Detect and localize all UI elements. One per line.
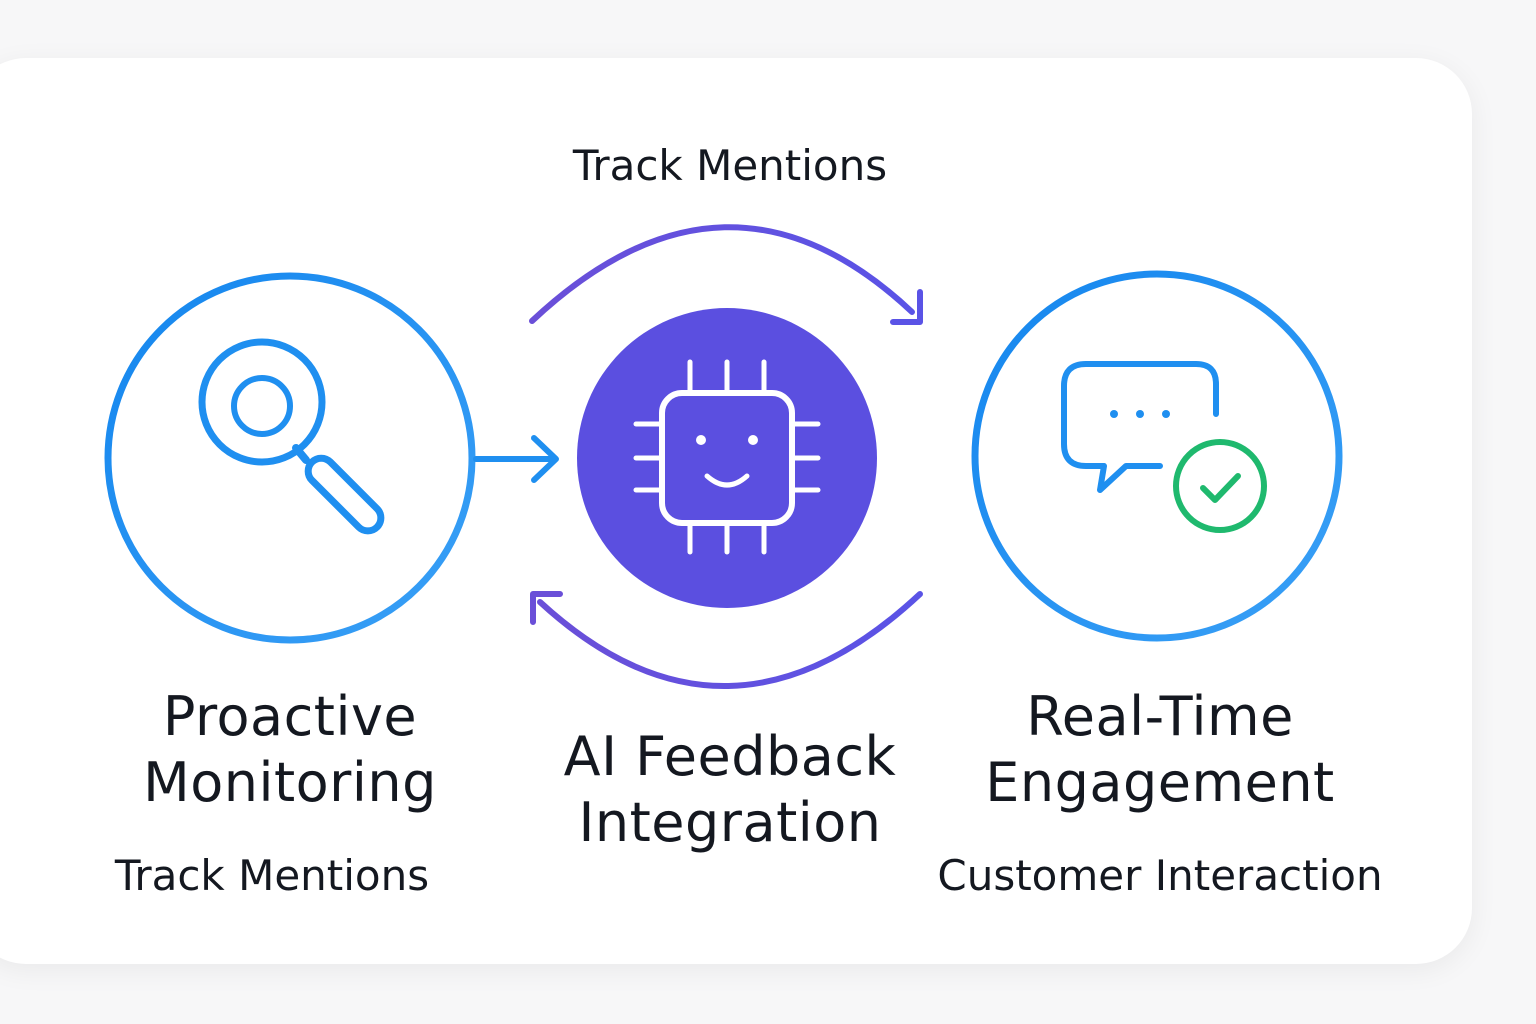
node-proactive-monitoring <box>104 272 476 644</box>
arc-arrow-bottom <box>530 591 923 689</box>
node-circle <box>577 308 877 608</box>
arc-arrow-top <box>529 224 923 325</box>
top-arc-label: Track Mentions <box>572 141 888 190</box>
node-title-real-time-engagement: Real-Time Engagement <box>910 684 1410 816</box>
node-title-ai-feedback-integration: AI Feedback Integration <box>480 724 980 856</box>
check-circle-icon <box>1173 439 1267 533</box>
connector-arrow-right <box>473 435 559 483</box>
node-circle <box>104 272 476 644</box>
title-line: Monitoring <box>143 751 437 814</box>
title-line: Proactive <box>162 685 418 748</box>
title-line: Integration <box>578 791 882 854</box>
magnifying-glass-icon <box>198 338 385 535</box>
chat-bubble-icon <box>1061 361 1219 493</box>
ai-chip-smiley-icon <box>633 359 821 555</box>
node-real-time-engagement <box>971 270 1343 642</box>
node-circle <box>971 270 1343 642</box>
node-subtitle-real-time-engagement: Customer Interaction <box>937 851 1383 900</box>
title-line: Real-Time <box>1026 685 1294 748</box>
title-line: AI Feedback <box>563 725 897 788</box>
title-line: Engagement <box>985 751 1335 814</box>
node-ai-feedback-integration <box>577 308 877 608</box>
node-subtitle-proactive-monitoring: Track Mentions <box>114 851 430 900</box>
node-title-proactive-monitoring: Proactive Monitoring <box>40 684 540 816</box>
